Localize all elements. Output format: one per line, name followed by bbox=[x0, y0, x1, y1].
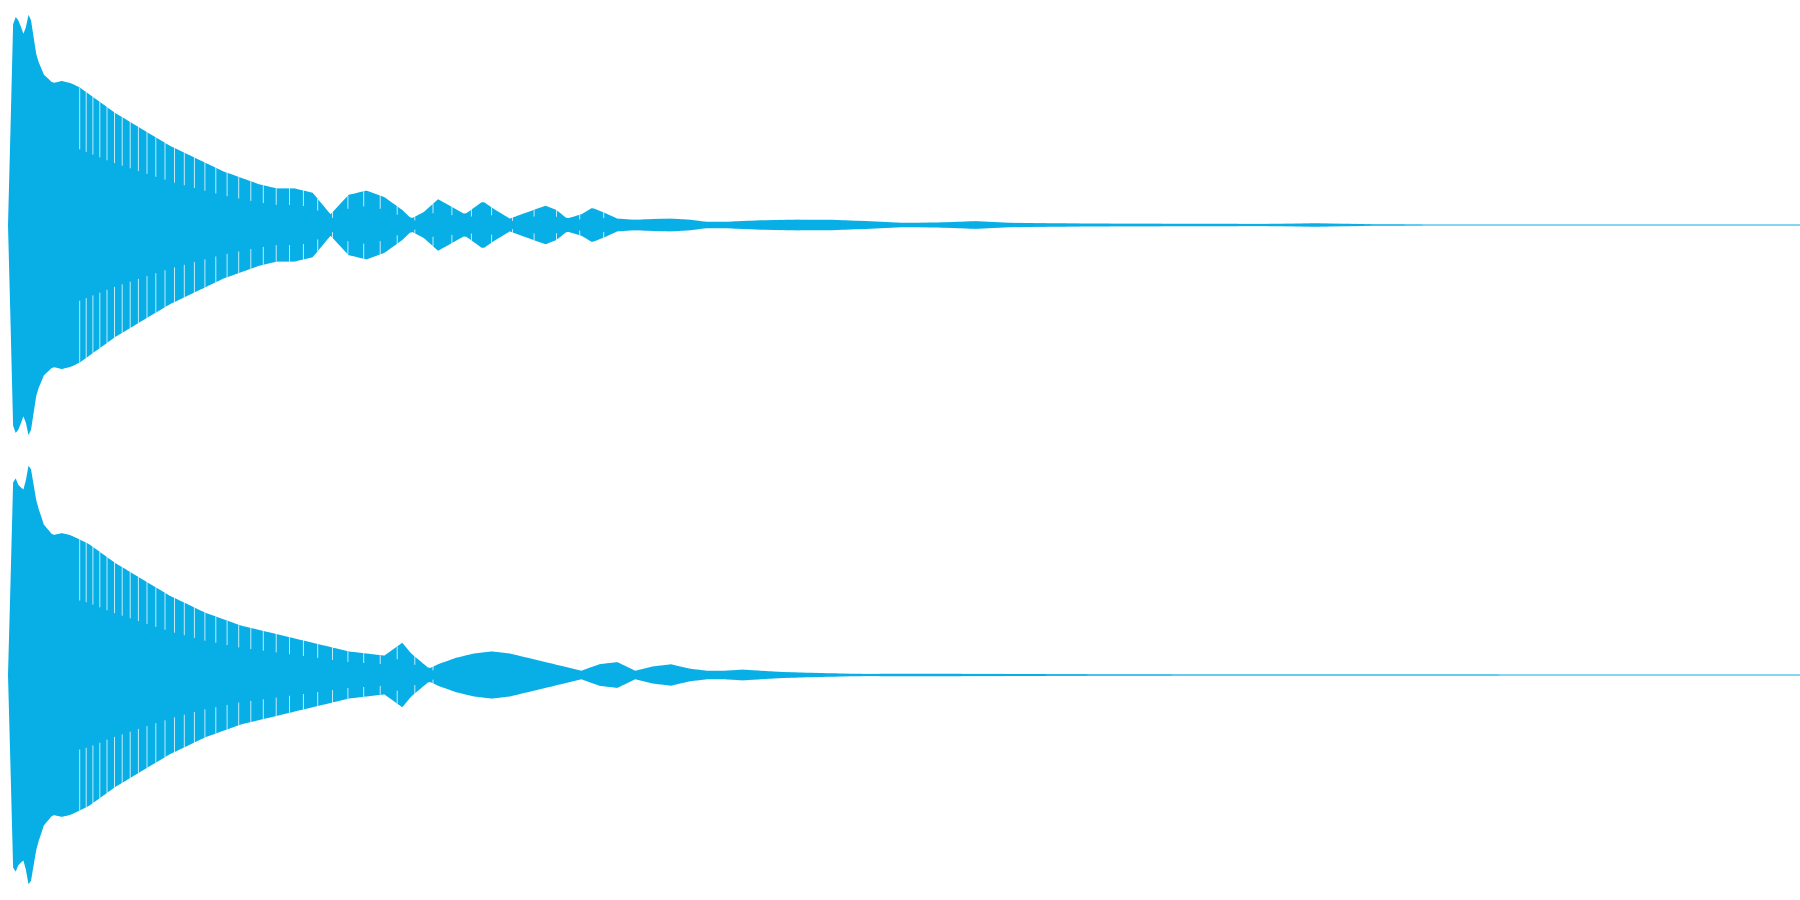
channels-group bbox=[8, 14, 1800, 885]
channel-1-cycle-gaps bbox=[79, 87, 605, 363]
channel-2 bbox=[8, 465, 1800, 885]
channel-1 bbox=[8, 14, 1800, 436]
channel-2-cycle-gaps bbox=[79, 539, 434, 811]
